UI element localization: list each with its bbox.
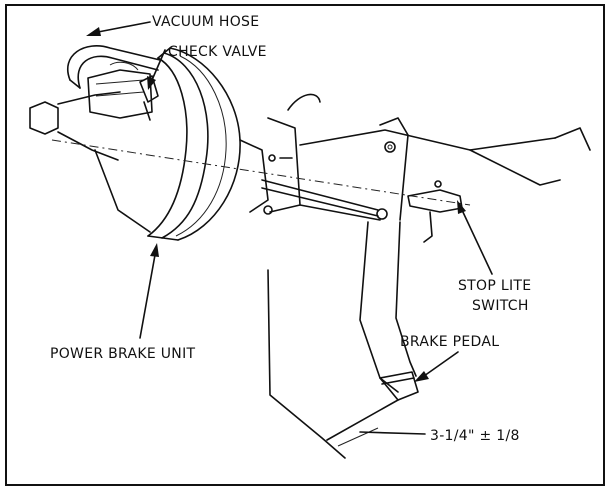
leader-stop-lite-switch <box>457 200 493 275</box>
leader-check-valve <box>147 49 166 90</box>
pushrod <box>261 179 388 220</box>
frame-border <box>5 4 605 486</box>
leader-pedal-height <box>359 431 426 435</box>
label-check-valve: CHECK VALVE <box>168 44 267 60</box>
leader-power-brake-unit <box>139 243 159 339</box>
label-stop-lite-line2: SWITCH <box>472 298 529 314</box>
label-power-brake-unit: POWER BRAKE UNIT <box>50 346 195 362</box>
center-line <box>51 139 471 206</box>
brake-pedal-arm <box>359 221 417 393</box>
label-vacuum-hose: VACUUM HOSE <box>152 14 259 30</box>
measurement-lines <box>267 269 399 459</box>
leader-vacuum-hose <box>86 21 151 36</box>
label-brake-pedal: BRAKE PEDAL <box>400 334 499 350</box>
brake-pedal-pad <box>379 371 419 401</box>
label-stop-lite-line1: STOP LITE <box>458 278 531 294</box>
master-cylinder <box>29 69 153 233</box>
power-brake-unit <box>147 47 269 241</box>
vacuum-hose <box>67 45 161 89</box>
label-pedal-height: 3-1/4" ± 1/8 <box>430 428 520 444</box>
mounting-bracket <box>263 93 591 221</box>
leader-brake-pedal <box>414 351 459 382</box>
